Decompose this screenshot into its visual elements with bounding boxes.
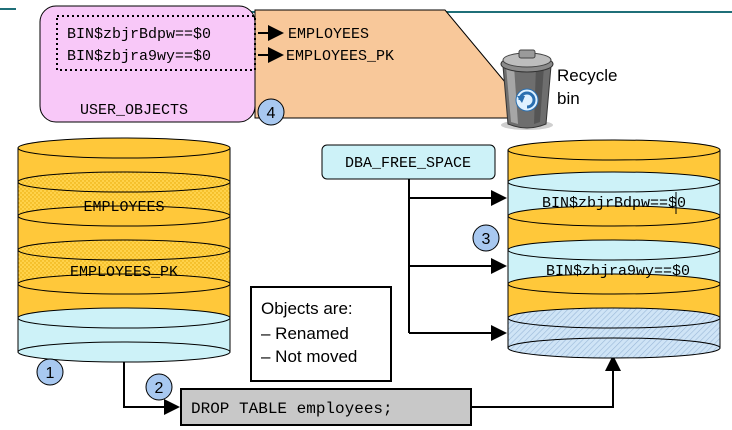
drop-table-command: DROP TABLE employees; (191, 400, 393, 418)
step-3-badge: 3 (472, 224, 500, 252)
left-segment-employees: EMPLOYEES (83, 199, 164, 216)
user-objects-label: USER_OBJECTS (80, 102, 188, 119)
original-name-2: EMPLOYEES_PK (286, 48, 394, 65)
bin-name-1: BIN$zbjrBdpw==$0 (67, 26, 211, 43)
right-database-cylinder (507, 139, 721, 359)
left-database-cylinder (17, 137, 231, 363)
note-box (250, 286, 392, 382)
arrow-to-right-db (471, 355, 621, 408)
recycle-bin-icon (500, 49, 554, 130)
right-segment-bin-1: BIN$zbjrBdpw==$0 (542, 195, 686, 212)
step-2-badge: 2 (145, 373, 173, 401)
step-1-badge: 1 (36, 358, 64, 386)
note-line-3: – Not moved (261, 347, 357, 366)
step-4-badge: 4 (257, 98, 285, 126)
original-name-1: EMPLOYEES (288, 26, 369, 43)
svg-text:4: 4 (267, 105, 276, 122)
svg-text:1: 1 (46, 365, 55, 382)
bin-names-dotted-frame (56, 15, 256, 71)
recycle-bin-label-line1: Recycle (557, 66, 617, 85)
drop-table-command-box (180, 388, 472, 426)
svg-text:2: 2 (155, 380, 164, 397)
note-line-1: Objects are: (261, 299, 353, 318)
note-line-2: – Renamed (261, 324, 349, 343)
bin-name-2: BIN$zbjra9wy==$0 (67, 48, 211, 65)
dba-free-space-label: DBA_FREE_SPACE (345, 155, 471, 172)
recycle-bin-label-line2: bin (557, 89, 580, 108)
left-segment-employees-pk: EMPLOYEES_PK (70, 264, 178, 281)
right-segment-bin-2: BIN$zbjra9wy==$0 (546, 263, 690, 280)
arrow-to-command (123, 362, 180, 415)
svg-text:3: 3 (482, 231, 491, 248)
